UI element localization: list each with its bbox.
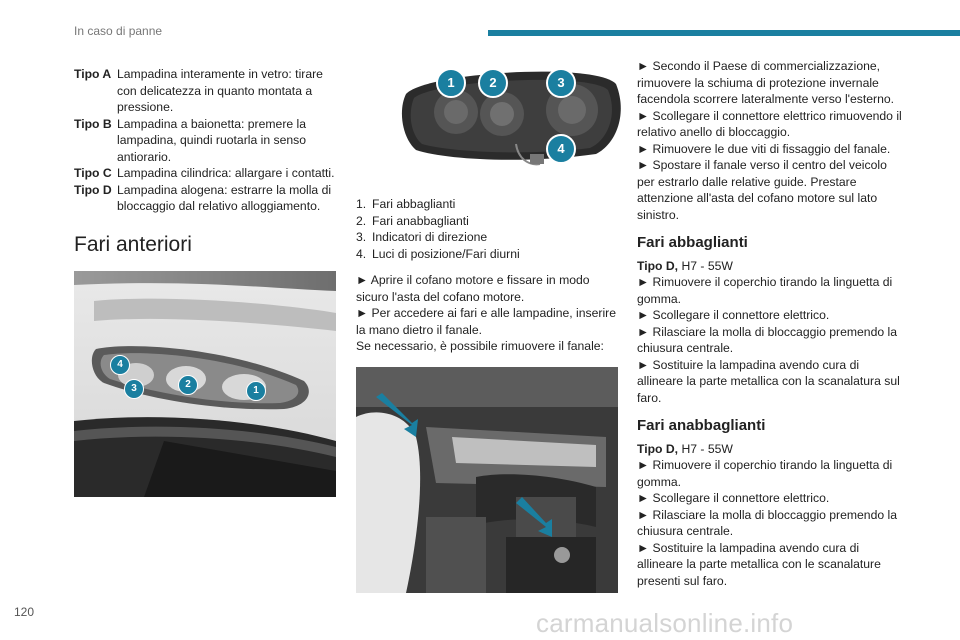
left-column: Tipo A Lampadina interamente in vetro: t… xyxy=(74,66,340,497)
low-beam-title: Fari anabbaglianti xyxy=(637,417,766,434)
callout-marker-2: 2 xyxy=(478,68,508,98)
bulb-type-b: Tipo B Lampadina a baionetta: premere la… xyxy=(74,116,340,166)
instruction-paragraph: ► Scollegare il connettore elettrico rim… xyxy=(637,108,902,140)
list-item: 3.Indicatori di direzione xyxy=(356,230,488,244)
bulb-type-text: Lampadina interamente in vetro: tirare c… xyxy=(117,67,323,114)
high-beam-spec: Tipo D, H7 - 55W xyxy=(637,258,733,273)
instruction-paragraph: Se necessario, è possibile rimuovere il … xyxy=(356,339,604,353)
middle-column: 1 2 3 4 1.Fari abbaglianti 2.Fari anabba… xyxy=(356,54,628,593)
list-item: 2.Fari anabbaglianti xyxy=(356,213,469,228)
bulb-type-c: Tipo C Lampadina cilindrica: allargare i… xyxy=(74,165,340,182)
instruction-paragraph: ► Scollegare il connettore elettrico. xyxy=(637,308,830,322)
list-item: 1.Fari abbaglianti xyxy=(356,197,456,211)
callout-marker-4: 4 xyxy=(546,134,576,164)
lamp-list: 1.Fari abbaglianti 2.Fari anabbaglianti … xyxy=(356,196,620,262)
pointer-arrow-icon xyxy=(376,392,418,437)
right-column: ► Secondo il Paese di commercializzazion… xyxy=(637,58,905,589)
engine-bay-drawing xyxy=(356,366,618,593)
front-headlight-illustration: 4 3 2 1 xyxy=(74,271,336,497)
bulb-type-text: Lampadina cilindrica: allargare i contat… xyxy=(117,166,335,180)
bulb-type-label: Tipo D xyxy=(74,182,112,197)
instruction-paragraph: ► Spostare il fanale verso il centro del… xyxy=(637,158,887,222)
callout-marker-1: 1 xyxy=(246,381,266,401)
bulb-type-label: Tipo A xyxy=(74,67,112,81)
instruction-paragraph: ► Scollegare il connettore elettrico. xyxy=(637,491,830,505)
bulb-type-text: Lampadina a baionetta: premere la lampad… xyxy=(117,116,307,164)
page-number: 120 xyxy=(14,605,35,619)
pointer-arrow-icon xyxy=(516,496,552,537)
high-beam-title: Fari abbaglianti xyxy=(637,234,748,251)
callout-marker-3: 3 xyxy=(124,379,144,399)
running-header: In caso di panne xyxy=(74,24,163,38)
header-accent-bar xyxy=(488,30,960,36)
low-beam-spec: Tipo D, H7 - 55W xyxy=(637,441,733,456)
instruction-paragraph: ► Aprire il cofano motore e fissare in m… xyxy=(356,273,590,304)
instruction-paragraph: ► Rimuovere il coperchio tirando la ling… xyxy=(637,275,893,306)
callout-marker-3: 3 xyxy=(546,68,576,98)
section-title: Fari anteriori xyxy=(74,232,192,256)
instruction-paragraph: ► Sostituire la lampadina avendo cura di… xyxy=(637,357,900,405)
instruction-paragraph: ► Rimuovere le due viti di fissaggio del… xyxy=(637,141,891,156)
instruction-paragraph: ► Rilasciare la molla di bloccaggio prem… xyxy=(637,324,898,356)
instruction-paragraph: ► Per accedere ai fari e alle lampadine,… xyxy=(356,306,617,337)
instruction-paragraph: ► Rimuovere il coperchio tirando la ling… xyxy=(637,458,893,489)
bulb-type-a: Tipo A Lampadina interamente in vetro: t… xyxy=(74,66,340,116)
callout-marker-1: 1 xyxy=(436,68,466,98)
bulb-type-d: Tipo D Lampadina alogena: estrarre la mo… xyxy=(74,182,340,215)
front-headlight-drawing xyxy=(74,271,336,497)
bulb-type-text: Lampadina alogena: estrarre la molla di … xyxy=(117,182,332,214)
list-item: 4.Luci di posizione/Fari diurni xyxy=(356,246,520,261)
engine-bay-photo xyxy=(356,366,618,593)
instruction-paragraph: ► Sostituire la lampadina avendo cura di… xyxy=(637,540,881,588)
instruction-paragraph: ► Rilasciare la molla di bloccaggio prem… xyxy=(637,507,898,539)
bulb-type-label: Tipo C xyxy=(74,166,112,180)
instruction-paragraph: ► Secondo il Paese di commercializzazion… xyxy=(637,59,895,106)
headlight-rear-view-illustration: 1 2 3 4 xyxy=(366,54,628,174)
callout-marker-4: 4 xyxy=(110,355,130,375)
callout-marker-2: 2 xyxy=(178,375,198,395)
watermark: carmanualsonline.info xyxy=(536,608,794,638)
bulb-type-label: Tipo B xyxy=(74,116,112,131)
